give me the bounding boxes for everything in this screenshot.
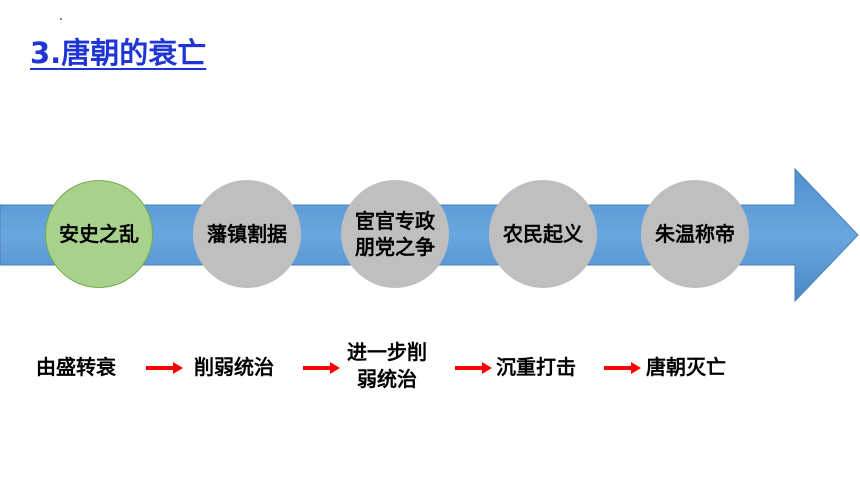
flow-step-1: 由盛转衰 [36, 355, 116, 379]
red-arrow-icon [303, 362, 340, 374]
timeline-node-an-shi-rebellion: 安史之乱 [45, 180, 153, 288]
node-label: 藩镇割据 [207, 222, 287, 246]
flow-step-3-line2: 弱统治 [357, 367, 417, 391]
red-arrow-icon [455, 362, 492, 374]
flow-step-2: 削弱统治 [194, 355, 274, 379]
node-label: 安史之乱 [59, 222, 139, 246]
timeline-node-eunuch-factions: 宦官专政 朋党之争 [341, 180, 449, 288]
flow-step-3: 进一步削 弱统治 [347, 339, 427, 393]
node-label-line1: 宦官专政 [355, 209, 435, 233]
red-arrow-icon [146, 362, 183, 374]
flow-step-3-line1: 进一步削 [347, 340, 427, 364]
timeline-node-fanzhen-separatism: 藩镇割据 [193, 180, 301, 288]
red-arrow-icon [604, 362, 641, 374]
node-label-line2: 朋党之争 [355, 235, 435, 259]
node-label: 朱温称帝 [655, 222, 735, 246]
node-label: 农民起义 [503, 222, 583, 246]
timeline-node-peasant-uprising: 农民起义 [489, 180, 597, 288]
timeline-node-zhu-wen: 朱温称帝 [641, 180, 749, 288]
flow-step-4: 沉重打击 [496, 355, 576, 379]
flow-step-5: 唐朝灭亡 [646, 355, 726, 379]
decorative-dot [60, 18, 62, 20]
page-title: 3.唐朝的衰亡 [30, 36, 207, 70]
